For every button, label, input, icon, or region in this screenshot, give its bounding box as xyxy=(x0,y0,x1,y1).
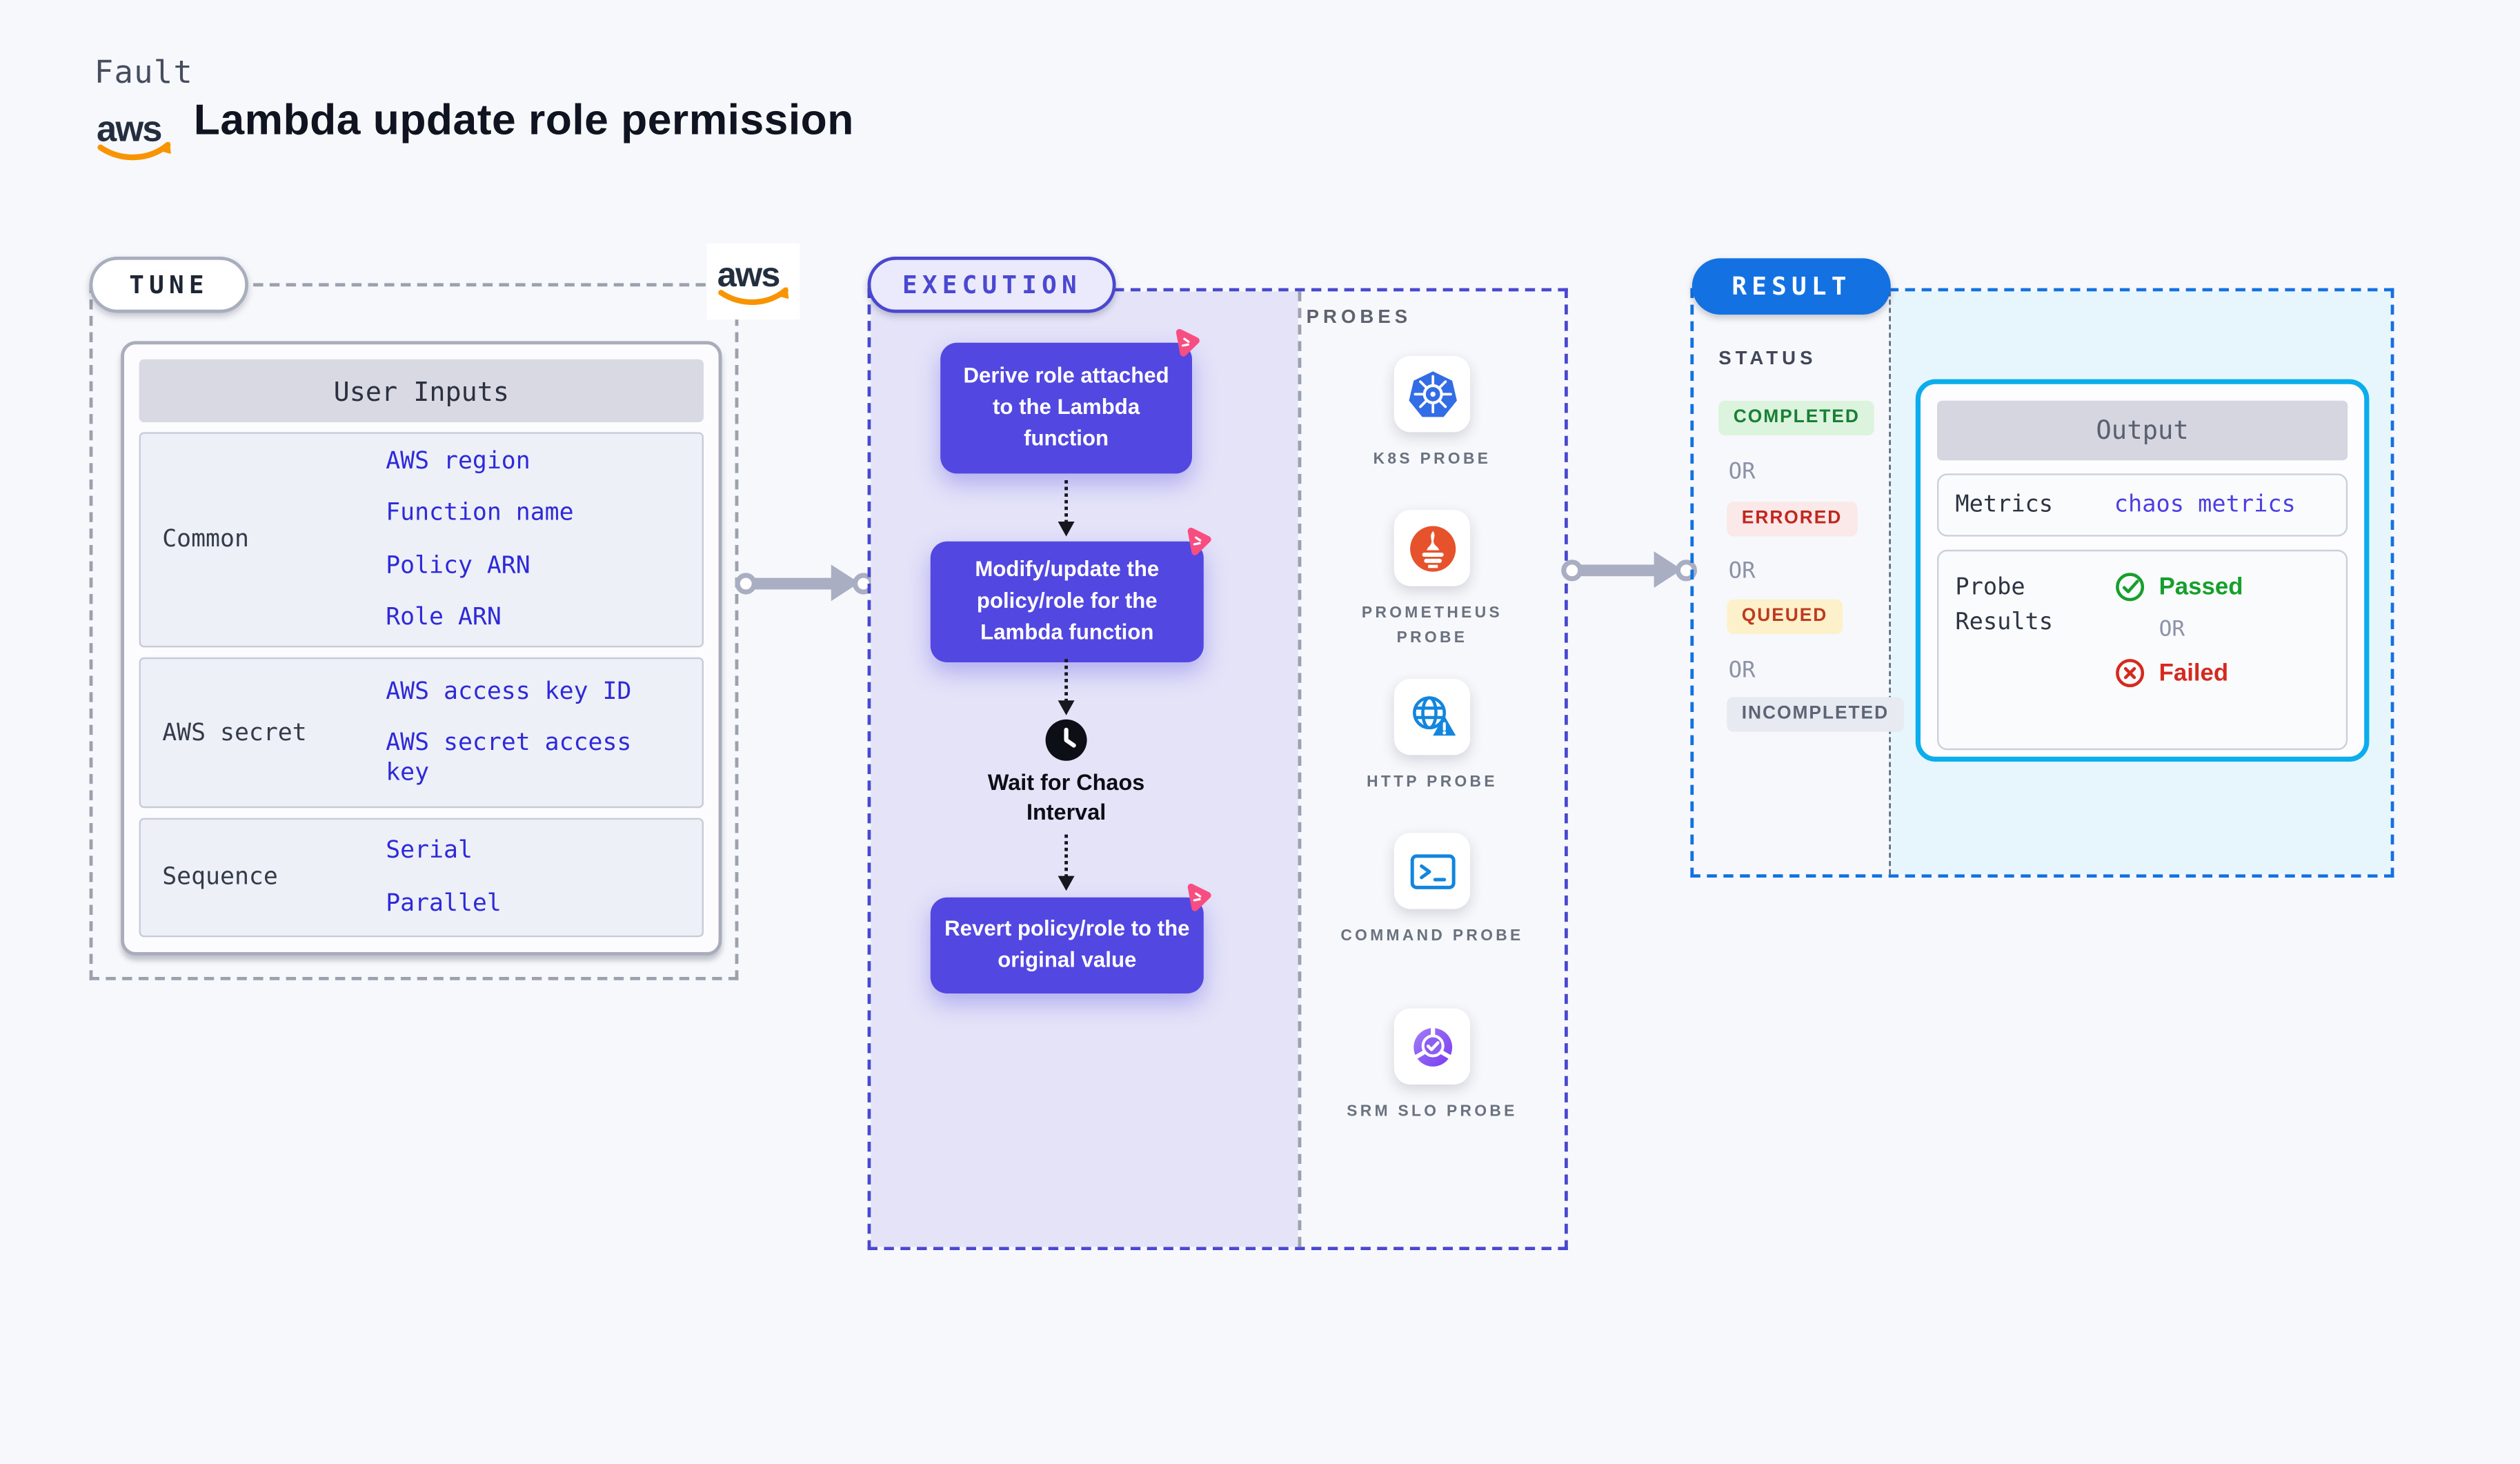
row-values: AWS access key ID AWS secret access key xyxy=(386,677,702,789)
aws-smile-arrowhead xyxy=(777,287,789,299)
row-label: Common xyxy=(162,526,249,553)
result-pill: RESULT xyxy=(1691,258,1892,315)
flow-arrow xyxy=(1057,834,1074,891)
command-probe-icon xyxy=(1393,833,1471,909)
clock-icon xyxy=(1044,719,1087,762)
probe-item-srm-slo: SRM SLO PROBE xyxy=(1325,1008,1540,1125)
probes-section-label: PROBES xyxy=(1306,308,1412,328)
aws-logo-text: aws xyxy=(717,255,780,294)
or-label: OR xyxy=(1728,557,1756,585)
step-revert-policy: Revert policy/role to the original value xyxy=(930,883,1211,993)
failed-line: Failed xyxy=(2114,657,2243,689)
wait-for-chaos-label: Wait for Chaos Interval xyxy=(987,770,1145,824)
tune-pill: TUNE xyxy=(89,257,249,313)
chaos-icon xyxy=(1182,882,1212,912)
passed-label: Passed xyxy=(2159,573,2243,601)
step-text: Modify/update the policy/role for the La… xyxy=(975,556,1160,644)
probe-label: K8S PROBE xyxy=(1373,450,1491,469)
probe-item-http: HTTP PROBE xyxy=(1325,679,1540,795)
or-label: OR xyxy=(1728,458,1756,486)
probe-item-prometheus: PROMETHEUS PROBE xyxy=(1325,510,1540,651)
aws-smile-arrowhead xyxy=(159,141,171,155)
probe-results-label: Probe Results xyxy=(1955,574,2054,636)
row-label: AWS secret xyxy=(162,719,307,746)
tune-to-execution-arrow xyxy=(735,563,875,603)
status-badge-queued: QUEUED xyxy=(1727,599,1843,635)
input-link-aws-secret-access-key[interactable]: AWS secret access key xyxy=(386,730,632,787)
chaos-metrics-link[interactable]: chaos metrics xyxy=(2114,491,2296,519)
chaos-icon xyxy=(1182,526,1212,556)
probe-results-values: Passed OR Failed xyxy=(2114,571,2243,729)
aws-logo-text: aws xyxy=(97,108,161,149)
or-label: OR xyxy=(1728,657,1756,684)
status-badge-completed: COMPLETED xyxy=(1718,400,1875,436)
status-badge-errored: ERRORED xyxy=(1727,502,1857,537)
probe-label: HTTP PROBE xyxy=(1367,773,1498,792)
row-values: AWS region Function name Policy ARN Role… xyxy=(386,448,702,633)
status-section-label: STATUS xyxy=(1718,349,1817,370)
execution-pill: EXECUTION xyxy=(867,257,1117,313)
input-link-function-name[interactable]: Function name xyxy=(386,500,574,528)
probe-label: COMMAND PROBE xyxy=(1340,927,1524,946)
or-label: OR xyxy=(2159,617,2185,643)
arrow-shaft xyxy=(753,577,835,589)
probe-label: SRM SLO PROBE xyxy=(1347,1102,1518,1121)
row-label: Sequence xyxy=(162,864,278,891)
tune-panel xyxy=(89,283,739,980)
user-inputs-card: User Inputs Common AWS region Function n… xyxy=(121,341,722,956)
probe-results-row: Probe Results Passed OR Failed xyxy=(1937,549,2348,751)
prometheus-probe-icon xyxy=(1393,510,1471,586)
row-values: Serial Parallel xyxy=(386,837,702,918)
probes-separator xyxy=(1298,291,1302,1247)
aws-logo-badge: aws xyxy=(706,243,800,320)
step-text: Revert policy/role to the original value xyxy=(944,916,1190,972)
page-title: Lambda update role permission xyxy=(193,94,854,144)
passed-check-icon xyxy=(2116,573,2145,602)
user-inputs-header: User Inputs xyxy=(139,359,704,422)
input-link-role-arn[interactable]: Role ARN xyxy=(386,604,502,631)
input-link-policy-arn[interactable]: Policy ARN xyxy=(386,552,530,579)
srm-slo-probe-icon xyxy=(1393,1008,1471,1085)
probe-label: PROMETHEUS PROBE xyxy=(1361,604,1503,648)
input-link-aws-region[interactable]: AWS region xyxy=(386,449,530,476)
execution-to-result-arrow xyxy=(1561,550,1697,590)
flow-arrow xyxy=(1057,480,1074,537)
fault-kicker: Fault xyxy=(94,55,194,91)
output-card: Output Metrics chaos metrics Probe Resul… xyxy=(1915,379,2370,762)
step-derive-role: Derive role attached to the Lambda funct… xyxy=(940,328,1200,474)
step-modify-policy: Modify/update the policy/role for the La… xyxy=(930,527,1211,662)
input-link-serial[interactable]: Serial xyxy=(386,838,473,865)
status-badge-incompleted: INCOMPLETED xyxy=(1727,697,1904,732)
flow-arrow xyxy=(1057,659,1074,715)
arrow-shaft xyxy=(1579,564,1658,576)
user-inputs-row-aws-secret: AWS secret AWS access key ID AWS secret … xyxy=(139,657,704,809)
failed-x-icon xyxy=(2116,659,2145,688)
metrics-row: Metrics chaos metrics xyxy=(1937,473,2348,537)
result-separator xyxy=(1889,291,1891,875)
step-text: Derive role attached to the Lambda funct… xyxy=(963,363,1169,451)
user-inputs-row-common: Common AWS region Function name Policy A… xyxy=(139,432,704,648)
metrics-label: Metrics xyxy=(1955,491,2054,519)
k8s-probe-icon xyxy=(1393,356,1471,433)
probe-item-k8s: K8S PROBE xyxy=(1325,356,1540,472)
passed-line: Passed xyxy=(2114,571,2243,603)
input-link-parallel[interactable]: Parallel xyxy=(386,890,502,917)
chaos-icon xyxy=(1171,328,1200,357)
aws-logo: aws xyxy=(92,103,175,169)
output-header: Output xyxy=(1937,400,2348,461)
input-link-aws-access-key-id[interactable]: AWS access key ID xyxy=(386,678,632,705)
probe-item-command: COMMAND PROBE xyxy=(1325,833,1540,949)
http-probe-icon xyxy=(1393,679,1471,755)
user-inputs-row-sequence: Sequence Serial Parallel xyxy=(139,818,704,938)
failed-label: Failed xyxy=(2159,660,2229,686)
